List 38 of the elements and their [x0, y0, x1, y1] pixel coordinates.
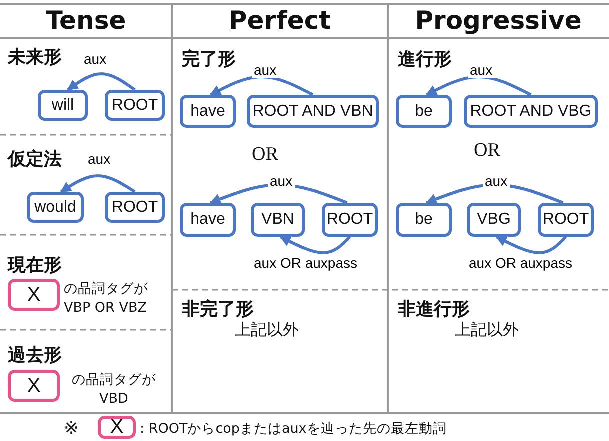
text-label: 完了形	[182, 48, 236, 71]
text-label: OR	[474, 140, 500, 162]
text-label: ※	[64, 418, 80, 439]
text-label: 現在形	[8, 254, 62, 277]
text-label: 非完了形	[182, 298, 254, 321]
text-label: 未来形	[8, 46, 62, 69]
edge-label: aux OR auxpass	[467, 256, 574, 271]
word-box: have	[180, 203, 236, 237]
word-box: be	[396, 203, 452, 237]
word-box: will	[38, 90, 88, 121]
word-box: would	[27, 192, 84, 223]
node-caption: : ROOTからcopまたはauxを辿った先の最左動詞	[140, 420, 448, 439]
word-box: be	[396, 95, 452, 128]
text-label: 上記以外	[235, 320, 299, 341]
word-box: VBG	[467, 203, 521, 237]
text-label: 進行形	[398, 48, 452, 71]
text-label: 仮定法	[8, 148, 62, 171]
word-box: ROOT	[105, 192, 165, 223]
text-label: 非進行形	[398, 298, 470, 321]
column-header: Progressive	[414, 6, 583, 35]
word-box: have	[180, 95, 236, 128]
node-caption: の品詞タグがVBD	[71, 371, 157, 409]
word-box: ROOT AND VBG	[464, 95, 598, 128]
placeholder-box: X	[8, 279, 60, 311]
word-box: ROOT	[538, 203, 594, 237]
edge-label: aux OR auxpass	[252, 256, 360, 271]
word-box: ROOT	[105, 90, 165, 121]
text-label: 上記以外	[455, 320, 519, 341]
text-label: OR	[252, 144, 278, 166]
column-header: Perfect	[228, 6, 332, 35]
column-header: Tense	[44, 6, 128, 35]
word-box: ROOT AND VBN	[247, 95, 379, 128]
word-box: ROOT	[322, 203, 378, 237]
text-label: 過去形	[8, 344, 62, 367]
placeholder-box: X	[98, 416, 136, 439]
word-box: VBN	[251, 203, 305, 237]
node-caption: の品詞タグがVBP OR VBZ	[64, 280, 149, 318]
placeholder-box: X	[8, 370, 60, 402]
